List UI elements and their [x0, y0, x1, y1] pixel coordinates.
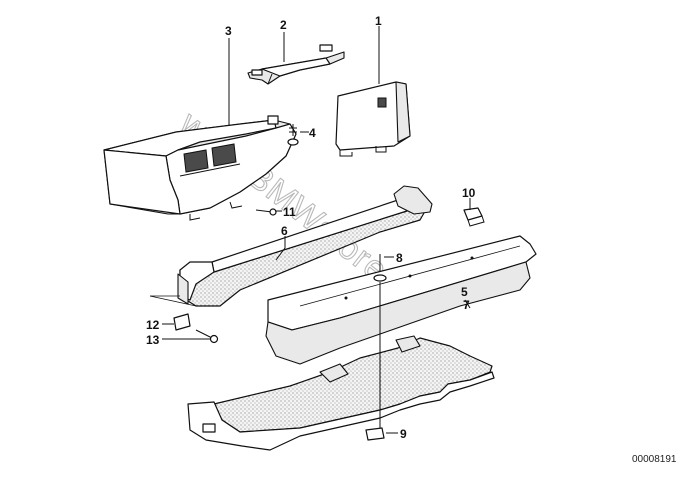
- callout-2: 2: [280, 18, 287, 32]
- callout-8: 8: [396, 251, 403, 265]
- part-8-screw: [373, 254, 387, 282]
- callout-10: 10: [462, 186, 476, 200]
- callout-5: 5: [461, 285, 468, 299]
- leader-lines: [162, 26, 471, 434]
- part-3-switch-panel: [103, 115, 297, 221]
- callout-4: 4: [309, 126, 316, 140]
- part-12-nut: [173, 313, 191, 331]
- callout-3: 3: [225, 24, 232, 38]
- part-2-bracket: [247, 44, 345, 85]
- drawing-number: 00008191: [632, 454, 677, 465]
- part-1-cover-panel: [335, 81, 411, 157]
- part-11-screw: [255, 208, 277, 216]
- callout-9: 9: [400, 427, 407, 441]
- callout-1: 1: [375, 14, 382, 28]
- part-4-clip: [287, 124, 299, 146]
- callout-12: 12: [146, 318, 160, 332]
- part-10-clip: [463, 207, 485, 227]
- part-13-bolt: [195, 329, 219, 344]
- callout-7: 7: [463, 298, 470, 312]
- callout-6: 6: [281, 224, 288, 238]
- floor-pad: [187, 335, 495, 451]
- part-9-clip: [365, 427, 385, 441]
- callout-11: 11: [283, 205, 296, 219]
- part-6-sill-base: [149, 185, 433, 307]
- part-5-sill-trim: [265, 235, 537, 365]
- callout-13: 13: [146, 333, 160, 347]
